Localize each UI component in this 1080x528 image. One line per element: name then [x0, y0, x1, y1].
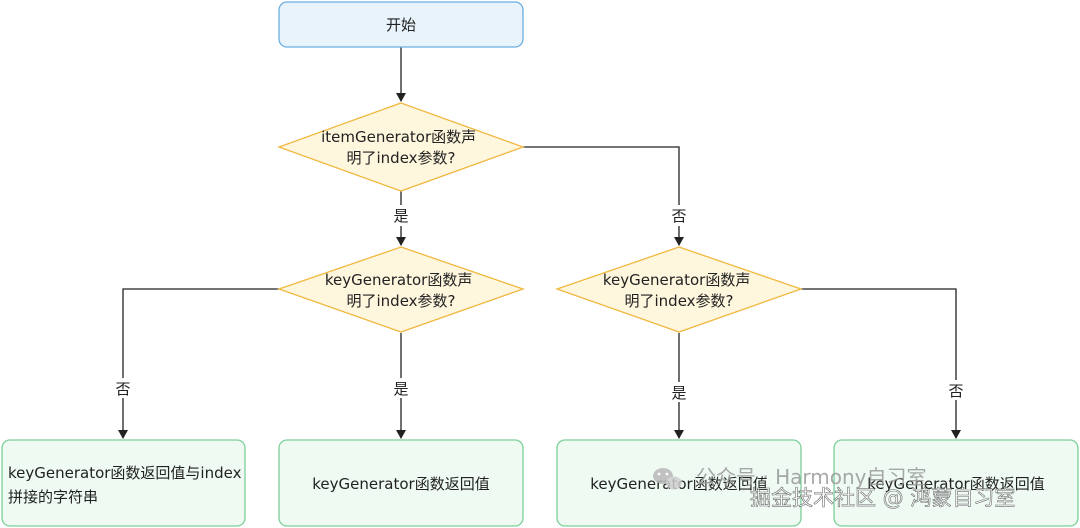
decision-key-left-label: keyGenerator函数声 明了index参数? — [325, 271, 477, 310]
watermark-line-1: 公众号 · Harmony自习室 — [696, 465, 926, 489]
result-node-4: keyGenerator函数返回值 — [833, 439, 1079, 527]
edge-label-item-yes: 是 — [393, 207, 408, 225]
start-node-label: 开始 — [386, 16, 416, 34]
edge-label-item-no: 否 — [671, 207, 686, 225]
edge-label-left-no: 否 — [115, 380, 130, 398]
result-node-1-shape — [1, 439, 246, 527]
edge-left-no — [123, 288, 279, 438]
decision-key-right-shape — [555, 246, 803, 333]
edge-label-right-no: 否 — [948, 382, 963, 400]
edge-label-right-yes: 是 — [671, 384, 686, 402]
watermark-line-2: 掘金技术社区 @ 鸿蒙自习室 — [750, 486, 1015, 510]
edges — [123, 47, 956, 438]
wechat-icon — [653, 468, 682, 490]
decision-item-generator: itemGenerator函数声 明了index参数? — [277, 102, 525, 192]
result-node-2-shape — [278, 439, 524, 527]
edge-right-no — [801, 288, 956, 438]
decision-key-left-shape — [277, 246, 525, 333]
start-node-shape — [278, 1, 524, 48]
decision-key-generator-right: keyGenerator函数声 明了index参数? — [555, 246, 803, 333]
edge-item-no — [523, 146, 679, 245]
decision-key-right-label: keyGenerator函数声 明了index参数? — [603, 271, 755, 310]
result-node-1: keyGenerator函数返回值与index 拼接的字符串 — [1, 439, 246, 527]
watermark: 公众号 · Harmony自习室 掘金技术社区 @ 鸿蒙自习室 — [653, 465, 1016, 510]
decision-key-generator-left: keyGenerator函数声 明了index参数? — [277, 246, 525, 333]
decision-item-label: itemGenerator函数声 明了index参数? — [321, 128, 481, 167]
result-node-2: keyGenerator函数返回值 — [278, 439, 524, 527]
decision-item-shape — [277, 102, 525, 192]
start-node: 开始 — [278, 1, 524, 48]
edge-label-left-yes: 是 — [393, 380, 408, 398]
result-node-4-shape — [833, 439, 1079, 527]
result-node-1-label: keyGenerator函数返回值与index 拼接的字符串 — [8, 464, 246, 506]
result-node-2-label: keyGenerator函数返回值 — [312, 475, 489, 493]
result-node-4-label: keyGenerator函数返回值 — [867, 475, 1044, 493]
